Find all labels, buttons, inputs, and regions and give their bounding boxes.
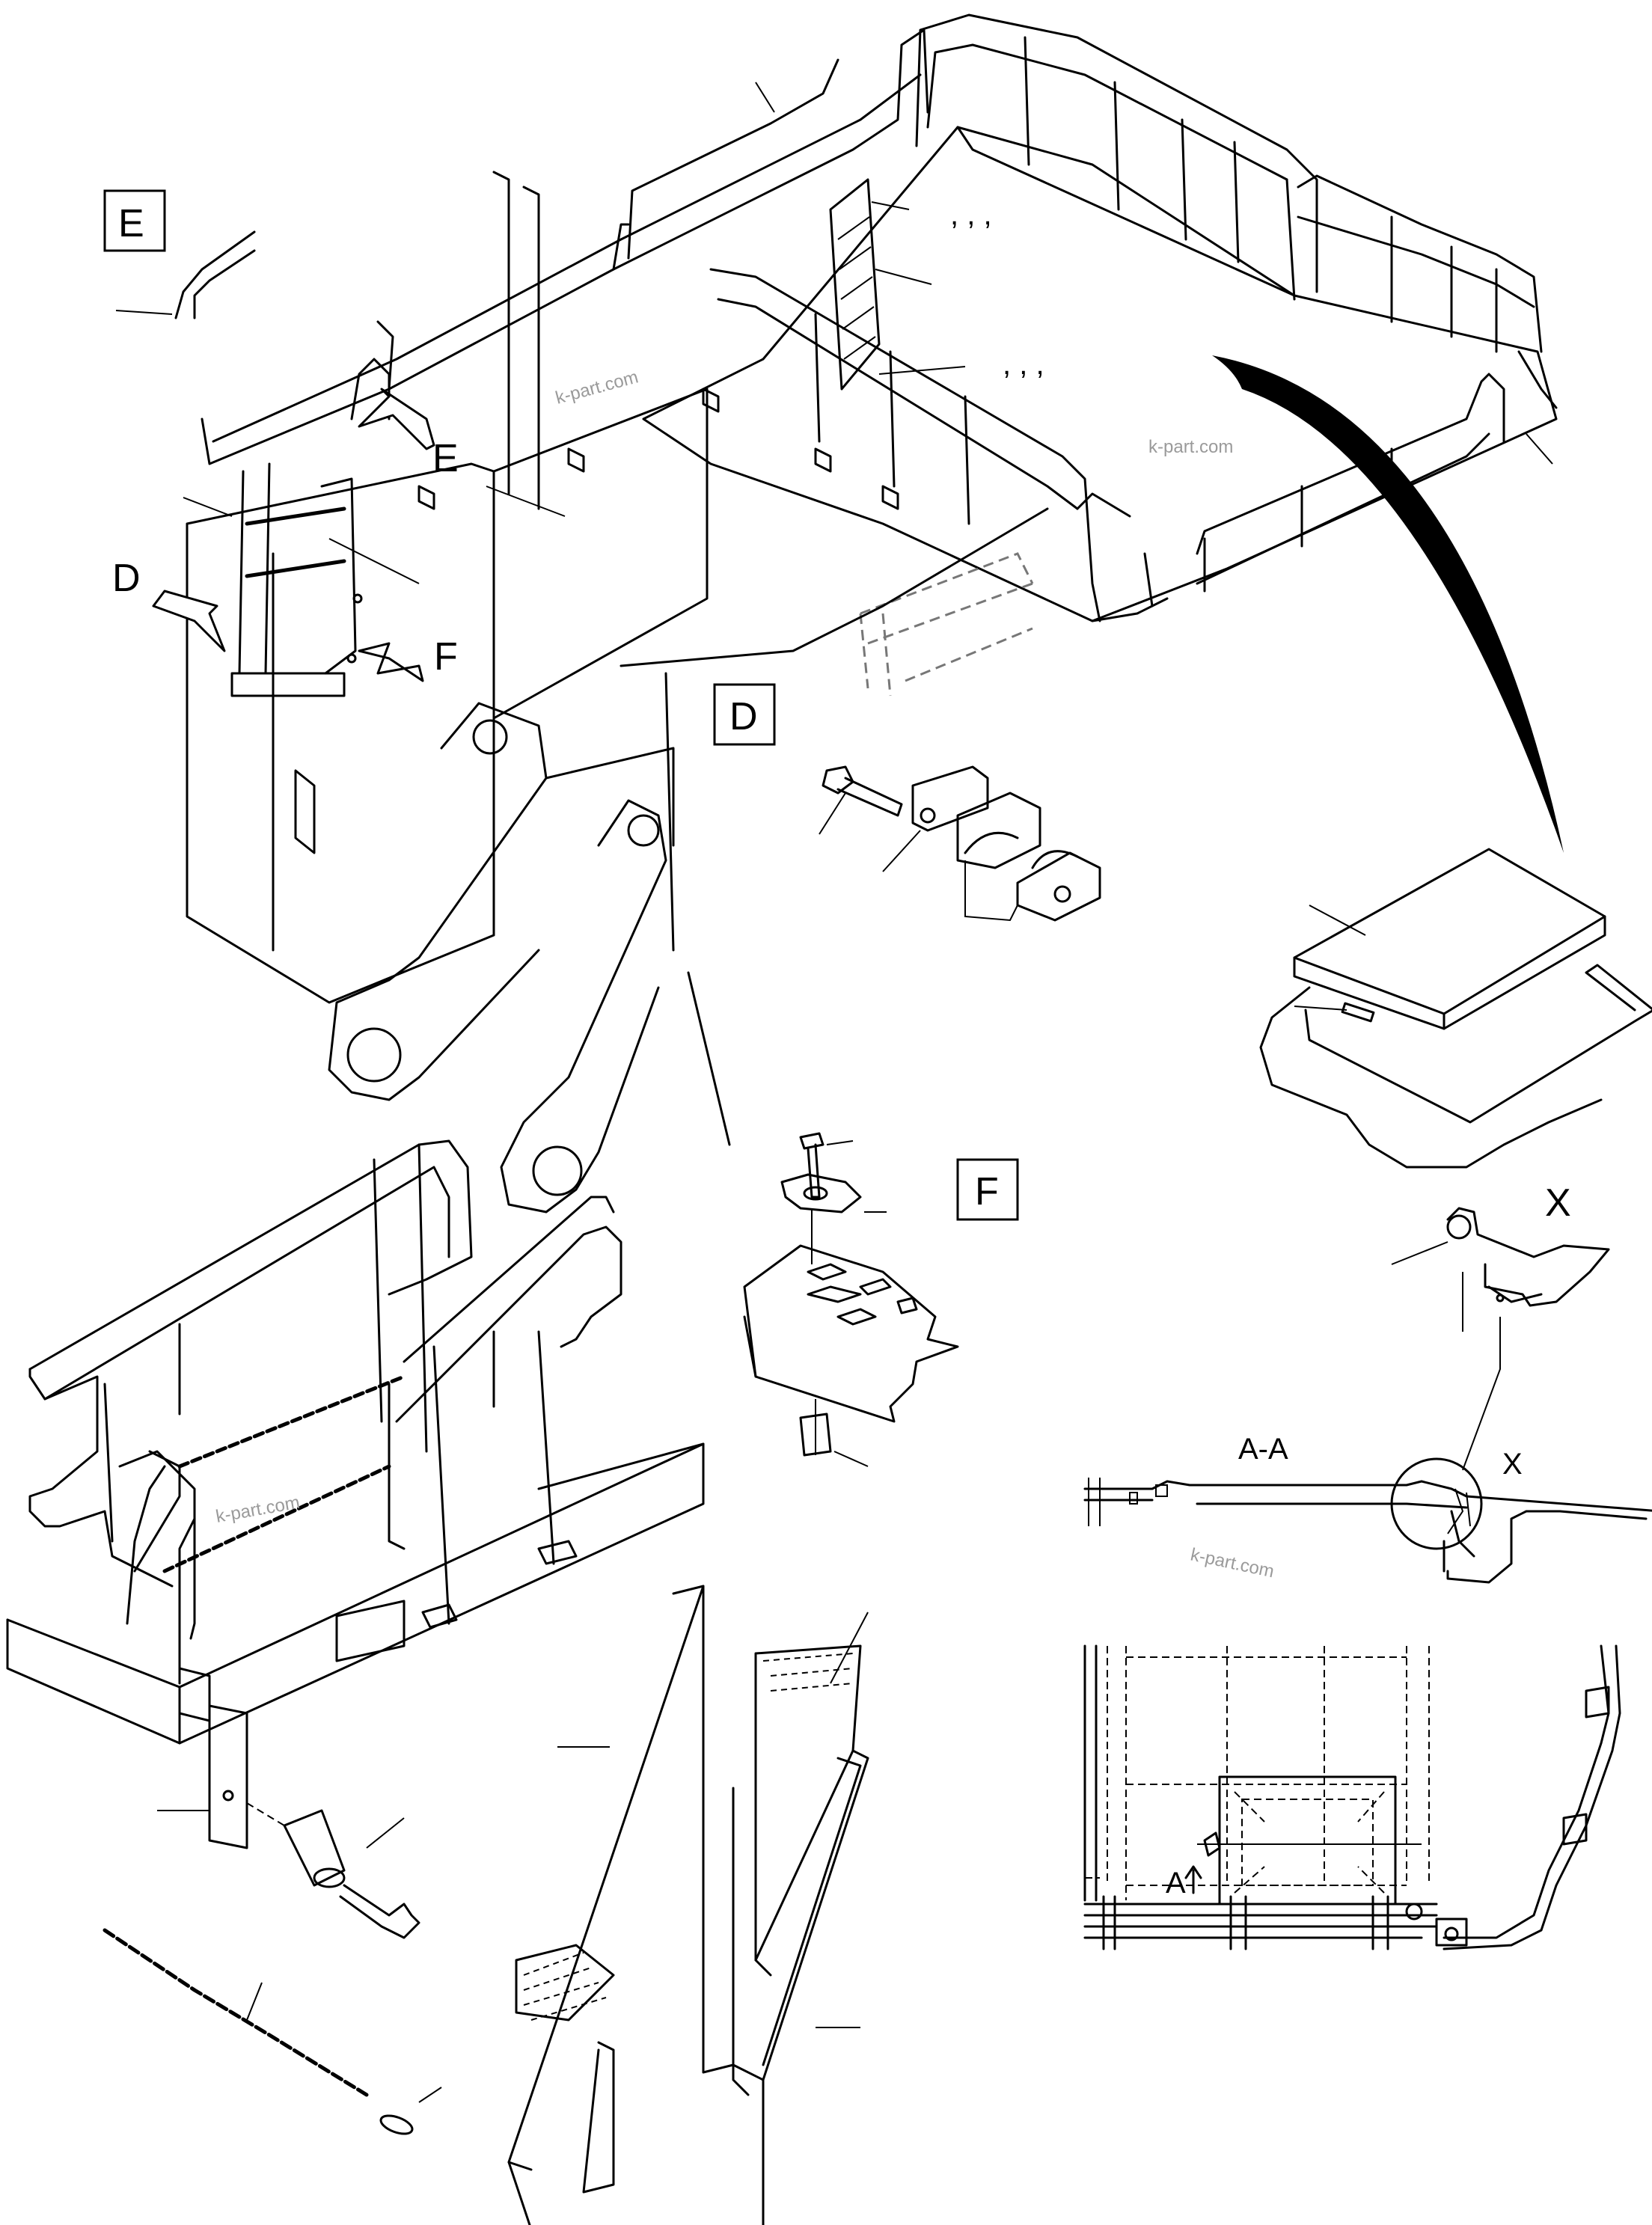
clamp-assembly (819, 765, 1101, 922)
leader-lines-main (183, 82, 1553, 584)
view-label-e-text: E (118, 202, 144, 245)
view-label-f: F (956, 1158, 1019, 1221)
view-label-d-text: D (729, 695, 758, 738)
machine-body (186, 388, 1049, 1214)
watermark-4: k-part.com (1189, 1544, 1276, 1582)
detail-x-label: X (1502, 1448, 1523, 1481)
side-platform (230, 462, 363, 697)
view-label-e: E (103, 189, 166, 252)
watermark-2: k-part.com (1148, 437, 1233, 457)
arrow-f: F (358, 635, 458, 682)
arrow-d: D (112, 557, 226, 652)
view-label-x: X (1545, 1181, 1571, 1225)
view-label-f-text: F (975, 1170, 999, 1214)
watermark-1: k-part.com (554, 367, 640, 408)
section-aa: A-A X (1083, 1433, 1652, 1584)
watermark-3: k-part.com (214, 1493, 301, 1527)
latch-detail (1391, 1207, 1610, 1471)
view-e-rail (174, 230, 256, 319)
hatch-cover (1259, 848, 1652, 1169)
section-aa-label: A-A (1238, 1433, 1288, 1466)
arrow-e-label: E (432, 437, 459, 480)
arrow-e: E (358, 388, 459, 480)
plan-view: A (1083, 1644, 1621, 1950)
view-label-d: D (713, 683, 776, 746)
bracket-assembly (743, 1132, 959, 1467)
deck-assembly (201, 13, 1564, 853)
arrow-f-label: F (434, 635, 458, 679)
comma-row-1: , , , (950, 198, 992, 231)
section-arrow-label: A (1166, 1867, 1186, 1900)
comma-row-2: , , , (1003, 348, 1044, 381)
step-channel (507, 1585, 869, 2225)
arrow-d-label: D (112, 557, 141, 600)
walkway-assembly (6, 1139, 705, 2135)
